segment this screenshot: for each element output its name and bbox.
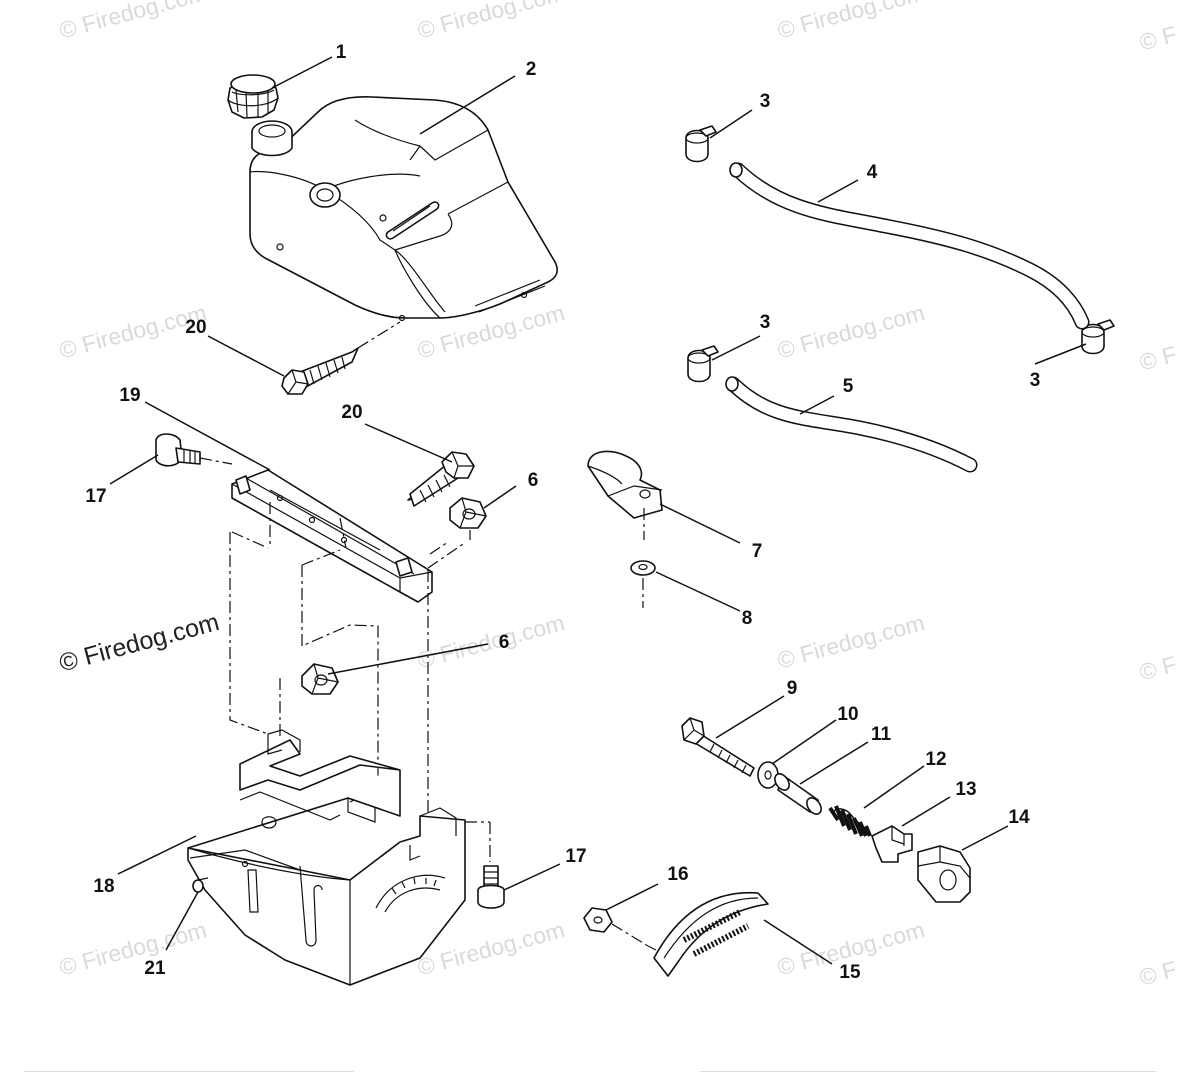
bolt (477, 865, 505, 909)
callout-18: 18 (93, 876, 114, 897)
screw (407, 451, 475, 507)
divider (24, 1071, 354, 1072)
fuel-cap (227, 74, 279, 119)
callout-12: 12 (925, 749, 946, 770)
callout-10: 10 (837, 704, 858, 725)
fuel-tank (249, 96, 558, 322)
spring-clip (871, 825, 913, 863)
hose-clamp (685, 125, 717, 163)
callout-6: 6 (499, 632, 510, 653)
washer (630, 560, 656, 608)
mounting-bracket (231, 469, 433, 603)
callout-5: 5 (843, 376, 854, 397)
hose-clamp (687, 345, 719, 383)
callout-numbers: 1 2 3 4 3 3 5 20 19 20 17 6 7 8 6 9 10 1… (85, 42, 1040, 983)
callout-6: 6 (528, 470, 539, 491)
push-nut (583, 907, 649, 947)
hex-nut (449, 497, 487, 529)
callout-9: 9 (787, 678, 798, 699)
callout-8: 8 (742, 608, 753, 629)
callout-17: 17 (565, 846, 586, 867)
callout-7: 7 (752, 541, 763, 562)
callout-13: 13 (955, 779, 976, 800)
callout-20: 20 (341, 402, 362, 423)
fuel-line-short (725, 376, 978, 473)
bolt (155, 433, 233, 467)
line-clip (587, 450, 663, 540)
leader-lines (109, 56, 1087, 965)
callout-16: 16 (667, 864, 688, 885)
callout-15: 15 (839, 962, 861, 983)
hose-clamp (1081, 319, 1115, 355)
callout-4: 4 (867, 162, 878, 183)
callout-3: 3 (760, 312, 771, 333)
callout-1: 1 (336, 42, 347, 63)
callout-14: 14 (1008, 807, 1030, 828)
spacer (774, 773, 822, 815)
divider (700, 1071, 1156, 1072)
callout-3: 3 (760, 91, 771, 112)
spring (828, 805, 872, 837)
callout-19: 19 (119, 385, 140, 406)
callout-17: 17 (85, 486, 106, 507)
insert (917, 845, 971, 903)
hex-nut (301, 663, 339, 695)
screw (281, 321, 401, 395)
quadrant-plate (647, 891, 769, 977)
callout-3: 3 (1030, 370, 1041, 391)
washer (757, 761, 779, 789)
control-panel (187, 729, 466, 986)
callout-21: 21 (144, 958, 166, 979)
fuel-line-long (729, 162, 1090, 330)
shoulder-bolt (681, 717, 755, 777)
callout-20: 20 (185, 317, 206, 338)
callout-11: 11 (871, 724, 892, 745)
callout-2: 2 (526, 59, 537, 80)
